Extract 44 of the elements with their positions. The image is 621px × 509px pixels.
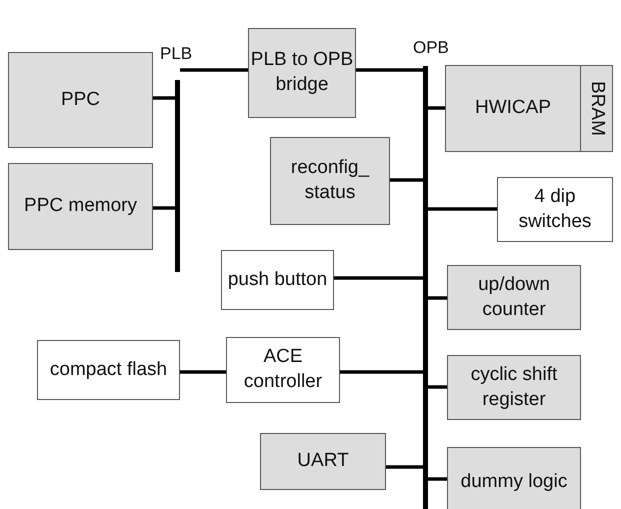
component-box [447, 447, 581, 509]
component-box [8, 52, 153, 148]
connector-line [428, 207, 497, 211]
connector-line [340, 370, 423, 374]
component-box [447, 355, 581, 420]
component-label: BRAM [586, 81, 609, 136]
component-label: 4 dip switches [518, 184, 592, 234]
component-label: dummy logic [460, 470, 568, 494]
component-box [248, 28, 356, 118]
component-box [447, 265, 581, 330]
connector-line [153, 206, 175, 210]
component-box [221, 250, 334, 310]
component-label: ACE controller [242, 345, 324, 394]
connector-line [356, 68, 423, 72]
connector-line [180, 370, 226, 374]
connector-line [390, 178, 423, 182]
connector-line [428, 106, 445, 110]
component-label: PPC memory [24, 194, 137, 218]
connector-line [153, 96, 175, 100]
component-box [226, 337, 340, 403]
component-label: reconfig_ status [290, 156, 370, 205]
component-box [497, 177, 613, 242]
connector-line [180, 68, 248, 72]
component-box [270, 137, 390, 225]
component-label: UART [297, 449, 349, 474]
component-label: compact flash [50, 358, 168, 382]
connector-line [428, 385, 447, 389]
connector-line [428, 296, 447, 300]
component-label: cyclic shift register [470, 362, 558, 412]
component-label: HWICAP [475, 96, 551, 120]
component-label: PPC [60, 88, 100, 112]
connector-line [334, 276, 423, 280]
component-box [37, 340, 180, 400]
component-box [260, 433, 386, 490]
component-box [8, 163, 153, 250]
component-box [580, 65, 613, 152]
component-label: PLB to OPB bridge [250, 48, 354, 97]
component-label: up/down counter [477, 272, 551, 322]
component-box [445, 65, 581, 152]
component-label: push button [228, 268, 328, 292]
connector-line [428, 477, 447, 481]
connector-line [386, 465, 423, 469]
bus-label: PLB [160, 44, 192, 64]
bus-label: OPB [413, 38, 449, 58]
